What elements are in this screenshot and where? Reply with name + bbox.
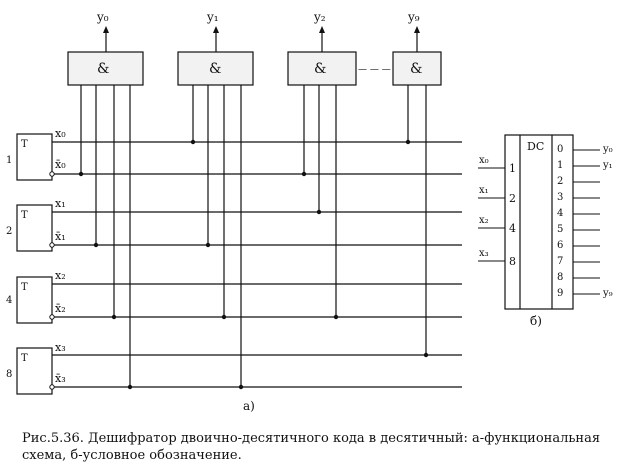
decoder-output-number: 8 xyxy=(557,272,563,283)
decoder-input-label: x₃ xyxy=(479,248,489,259)
output-wires xyxy=(103,26,420,52)
gate-input-wires xyxy=(80,85,427,387)
decoder-output-number: 5 xyxy=(557,224,563,235)
trigger-8: 8 T x₃ x̄₃ xyxy=(6,341,66,395)
and-symbol: & xyxy=(97,61,109,77)
trigger-type: T xyxy=(21,139,28,150)
decoder-input-weight: 4 xyxy=(509,222,516,235)
and-gate-y0: & xyxy=(67,51,144,86)
decoder-output-label-y9: y₉ xyxy=(602,288,613,299)
decoder-inputs: x₀ x₁ x₂ x₃ 1 2 4 8 xyxy=(478,155,516,268)
decoder-output-number: 3 xyxy=(557,192,563,203)
trigger-type: T xyxy=(21,282,28,293)
trigger-weight: 2 xyxy=(6,226,12,237)
trigger-2: 2 T x₁ x̄₁ xyxy=(6,197,66,252)
and-gate-y9: & xyxy=(392,51,442,86)
trigger-nq-label: x̄₂ xyxy=(55,302,66,315)
trigger-q-label: x₀ xyxy=(55,127,66,140)
decoder-input-label: x₂ xyxy=(479,215,489,226)
functional-scheme: y₀ y₁ y₂ y₉ & & & & xyxy=(6,10,462,413)
output-label-y1: y₁ xyxy=(206,10,219,24)
decoder-input-weight: 1 xyxy=(509,162,516,175)
decoder-output-number: 9 xyxy=(557,288,563,299)
gates-ellipsis: — — — xyxy=(358,65,391,75)
decoder-output-number: 6 xyxy=(557,240,563,251)
trigger-type: T xyxy=(21,353,28,364)
scheme-b-label: б) xyxy=(530,314,542,328)
and-gate-y2: & xyxy=(287,51,357,86)
output-label-y9: y₉ xyxy=(407,10,420,24)
output-label-y0: y₀ xyxy=(96,10,109,24)
decoder-output-label-y1: y₁ xyxy=(602,160,613,171)
trigger-weight: 4 xyxy=(6,295,12,306)
trigger-nq-label: x̄₃ xyxy=(55,372,66,385)
decoder-input-weight: 8 xyxy=(509,255,516,268)
decoder-symbol: DC x₀ x₁ x₂ x₃ 1 2 4 8 xyxy=(478,134,613,328)
decoder-outputs: 0 1 2 3 4 5 6 7 8 9 y₀ y₁ y₉ xyxy=(557,144,613,299)
decoder-input-weight: 2 xyxy=(509,192,516,205)
decoder-output-number: 7 xyxy=(557,256,563,267)
trigger-nq-label: x̄₀ xyxy=(55,158,66,171)
trigger-weight: 1 xyxy=(6,155,12,166)
and-symbol: & xyxy=(410,61,422,77)
trigger-q-label: x₁ xyxy=(55,197,66,210)
decoder-input-label: x₁ xyxy=(479,185,489,196)
decoder-output-number: 1 xyxy=(557,160,563,171)
decoder-output-number: 4 xyxy=(557,208,563,219)
trigger-type: T xyxy=(21,210,28,221)
scheme-a-label: а) xyxy=(243,399,255,413)
trigger-q-label: x₃ xyxy=(55,341,66,354)
decoder-input-label: x₀ xyxy=(479,155,489,166)
decoder-output-number: 0 xyxy=(557,144,563,155)
and-symbol: & xyxy=(209,61,221,77)
trigger-1: 1 T x₀ x̄₀ xyxy=(6,127,66,181)
and-symbol: & xyxy=(314,61,326,77)
bus-lines xyxy=(52,141,462,388)
junction-dots xyxy=(78,139,429,390)
decoder-output-number: 2 xyxy=(557,176,563,187)
decoder-title: DC xyxy=(527,140,544,153)
trigger-nq-label: x̄₁ xyxy=(55,230,66,243)
figure-caption: Рис.5.36. Дешифратор двоично-десятичного… xyxy=(22,431,601,463)
decoder-output-label-y0: y₀ xyxy=(602,144,613,155)
trigger-4: 4 T x₂ x̄₂ xyxy=(6,269,66,324)
trigger-weight: 8 xyxy=(6,369,12,380)
trigger-q-label: x₂ xyxy=(55,269,66,282)
and-gate-y1: & xyxy=(177,51,254,86)
output-label-y2: y₂ xyxy=(313,10,326,24)
